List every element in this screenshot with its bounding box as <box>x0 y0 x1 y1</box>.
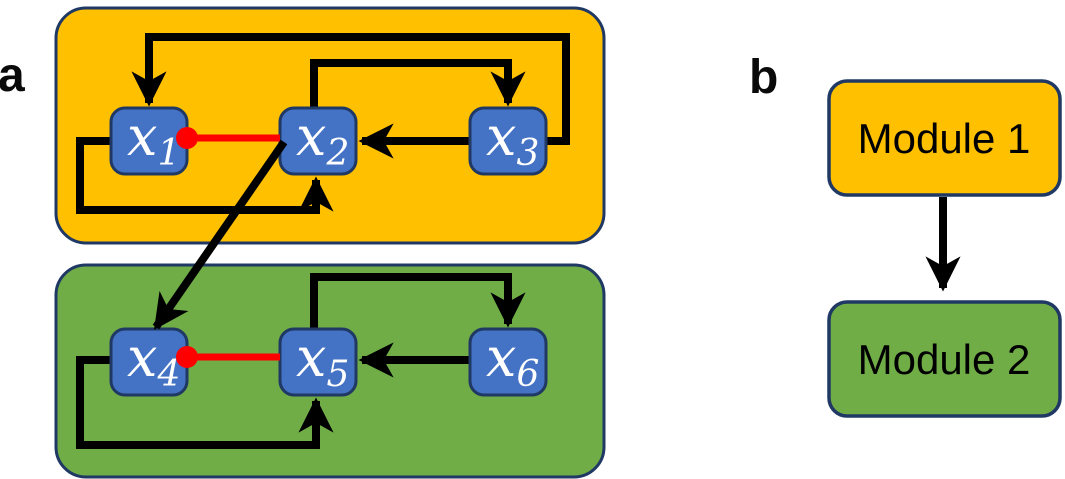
panel-a-label: a <box>0 49 25 102</box>
node-x5-label: x5 <box>296 326 349 395</box>
edge-x2-to-x4 <box>152 139 288 330</box>
module-2-summary-box <box>827 300 1062 418</box>
node-x6-label: x6 <box>486 326 539 395</box>
node-x2: x2 <box>278 105 358 176</box>
node-x3-label: x3 <box>486 105 539 174</box>
inhibition-dot-x4 <box>176 346 198 368</box>
panel-b-label: b <box>749 51 778 104</box>
node-x1-label: x1 <box>127 105 180 174</box>
edge-x4-to-x5 <box>76 356 334 449</box>
edge-x2-to-x3 <box>310 59 526 108</box>
edge-x5-inhibits-x4 <box>176 346 280 368</box>
module-2-summary-label: Module 2 <box>858 336 1031 383</box>
node-x3-box <box>468 106 548 176</box>
node-x6-box <box>468 327 548 397</box>
node-x4-label: x4 <box>127 326 180 395</box>
edge-x3-to-x1 <box>131 33 570 145</box>
inhibition-dot-x1 <box>176 127 198 149</box>
edge-x1-to-x2 <box>76 137 334 214</box>
node-x3: x3 <box>468 105 548 176</box>
node-x6: x6 <box>468 326 548 397</box>
node-x4: x4 <box>109 326 189 397</box>
edge-x5-to-x6 <box>310 273 526 329</box>
node-x5-box <box>278 327 358 397</box>
node-x5: x5 <box>278 326 358 397</box>
edge-x2-inhibits-x1 <box>176 127 280 149</box>
node-x2-label: x2 <box>296 105 349 174</box>
node-x1: x1 <box>109 105 189 176</box>
module-1-summary-label: Module 1 <box>858 115 1031 162</box>
module-1-summary-box <box>827 79 1062 197</box>
